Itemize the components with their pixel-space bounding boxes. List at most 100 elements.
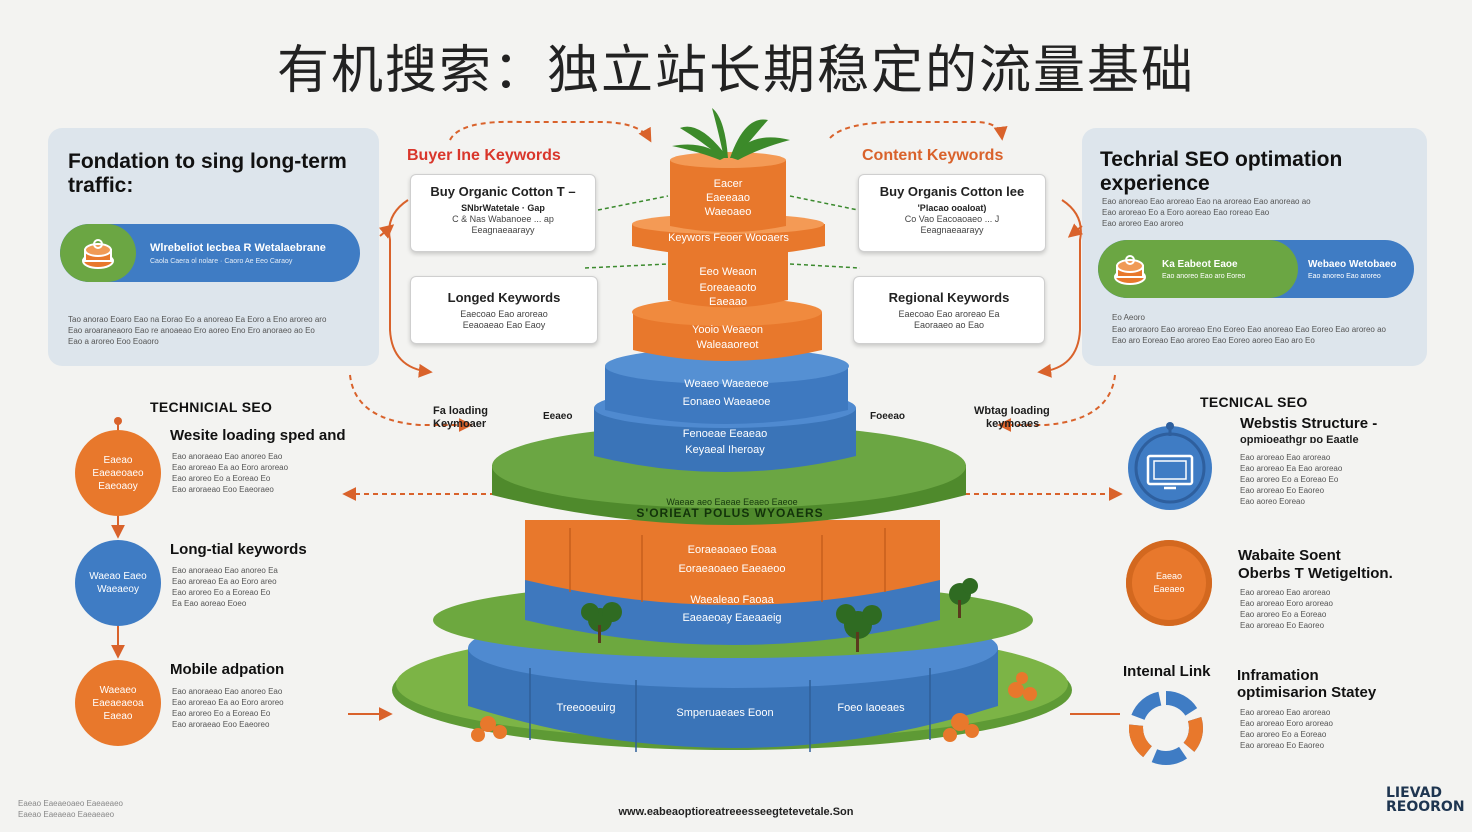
right-item-1-line-4: Eao aroreao Eo Eaoreo (1240, 486, 1325, 495)
right-pill-green: Ka Eabeot Eaoe Eao anoreo Eao aro Eoreo (1098, 240, 1298, 298)
arrow-right-panel (1067, 223, 1084, 238)
right-item-3-icon (1126, 688, 1206, 768)
keyword-box-buyer: Buy Organic Cotton T – SNbrWatetale · Ga… (410, 174, 596, 252)
left-item-2-line-4: Ea Eao aoreao Eoeo (172, 599, 247, 608)
footer-url[interactable]: www.eabeaoptioreatreeesseegtetevetale.So… (618, 806, 854, 818)
tier-base-line-2: Smperuaeaes Eoon (676, 707, 774, 719)
right-item-1-title: Webstis Structure - (1240, 415, 1378, 432)
footer-left-2: Eaeao Eaeaeao Eaeaeaeo (18, 810, 115, 819)
right-item-1-sub: opmioeathgr ɒo Eaatle (1240, 434, 1359, 446)
tier-blue2-line-2: Keyaeal Iheroay (685, 444, 765, 456)
keyword-box-regional: Regional Keywords Eaecoao Eao aroreao Ea… (853, 276, 1045, 344)
keyword-box-content: Buy Organis Cotton lee 'Placao ooaloat) … (858, 174, 1046, 252)
arrow-label-right-3: keymoaes (986, 418, 1040, 430)
left-pill-title: Wlrebeliot Iecbea R Wetalaebrane (150, 241, 326, 254)
right-pill-left-title: Ka Eabeot Eaoe (1162, 258, 1238, 270)
left-item-2-circle-text: Waeao Eaeo Waeaeoy (89, 571, 147, 595)
tier-ring-label: Keywors Feoer Wooaers (668, 232, 789, 244)
keyword-box-buyer-line1: C & Nas Wabanoee ... ap (452, 214, 554, 224)
right-item-2-circle-text: Eaeao Eaeaeo (1153, 571, 1185, 594)
arrow-mid-left (349, 374, 473, 432)
right-item-1-line-3: Eao aroreo Eo a Eoreao Eo (1240, 475, 1339, 484)
tier-top-line-2: Eaeeaao (705, 192, 751, 204)
right-item-3-line-1: Eao aroreao Eao aroreao (1240, 708, 1331, 717)
tier-top-line-3: Waeoaeo (704, 206, 752, 218)
left-item-1-line-4: Eao aroraeao Eoo Eaeoraeo (172, 485, 274, 494)
right-item-3-title: Inframation (1237, 667, 1319, 684)
tier-base-line-1: Treeooeuirg (556, 702, 616, 714)
left-item-3-circle: Waeaeo Eaeaeaeoa Eaeao (75, 660, 161, 746)
keyword-box-longtail-line2: Eeaoaeao Eao Eaoy (462, 320, 546, 330)
right-item-3-line-4: Eao aroreao Eo Eaoreo (1240, 741, 1325, 750)
page-title: 有机搜索：独立站长期稳定的流量基础 (276, 41, 1195, 101)
right-item-2-circle: Eaeao Eaeaeo (1126, 540, 1212, 626)
right-panel-title: Techrial SEO optimation experience (1100, 148, 1343, 195)
tier-mid-line-3: Eaeaao (709, 296, 747, 308)
left-item-2-line-3: Eao aroreo Eo a Eoreao Eo (172, 588, 271, 597)
keyword-box-buyer-title: Buy Organic Cotton T – (430, 184, 576, 199)
tier-blue3-line-1: Waealeao Faoaa (690, 594, 774, 606)
connector-green-2 (789, 195, 859, 211)
right-panel-body-2: Eao aroraoro Eao aroreao Eno Eoreo Eao a… (1112, 325, 1386, 334)
left-item-1-title: Wesite loading sped and (170, 427, 346, 444)
connector-green-1 (597, 195, 669, 211)
right-item-1-line-2: Eao aroreao Ea Eao aroreao (1240, 464, 1343, 473)
left-item-3-circle-text: Waeaeo Eaeaeaeoa Eaeao (92, 684, 144, 722)
keyword-box-regional-line1: Eaecoao Eao aroreao Ea (898, 309, 1000, 319)
left-panel-body-2: Eao aroaraneaoro Eao re anoaeao Ero aore… (68, 326, 315, 335)
left-item-2-line-2: Eao aroreao Ea ao Eoro areo (172, 577, 277, 586)
keyword-box-regional-line2: Eaoraaeo ao Eao (913, 320, 985, 330)
fruit-icon (471, 672, 1037, 742)
leaves-icon (672, 108, 790, 160)
tier-mid-line-2: Eoreaeaoto (699, 282, 757, 294)
right-panel-body-3: Eao aro Eoreao Eao aroreo Eao Eoreo aore… (1112, 336, 1315, 345)
left-item-2-title: Long-tial keywords (170, 541, 307, 558)
tier-green-main: S'ORIEAT POLUS WYOAERS (636, 506, 824, 520)
tier-green-top: Waeae aeo Eaeae Eeaeo Eaeoe (666, 497, 798, 507)
keyword-box-content-sub: 'Placao ooaloat) (917, 203, 987, 213)
right-column-heading: TECNICAL SEO (1200, 394, 1308, 410)
right-item-1-line-5: Eao aoreo Eoreao (1240, 497, 1305, 506)
left-item-1-line-3: Eao aroreo Eo a Eoreao Eo (172, 474, 271, 483)
right-item-2-line-1: Eao aroreao Eao aroreao (1240, 588, 1331, 597)
right-panel-line-2: Eao aroreao Eo a Eoro aoreao Eao roreao … (1102, 208, 1270, 217)
left-item-1-line-2: Eao aroreao Ea ao Eoro aroreao (172, 463, 289, 472)
left-item-2-circle: Waeao Eaeo Waeaeoy (75, 540, 161, 626)
keyword-box-content-line2: Eeagnaeaarayy (920, 225, 984, 235)
right-item-2-line-4: Eao aroreao Eo Eaoreo (1240, 621, 1325, 630)
internal-link-label: Inteınal Link (1123, 663, 1211, 680)
arrow-right-bracket (1037, 199, 1082, 378)
connector-green-4 (789, 263, 861, 269)
right-item-2-sub: Oberbs T Wetigeltion. (1238, 565, 1393, 582)
left-item-2-line-1: Eao anoraeao Eao anoreo Ea (172, 566, 278, 575)
tier-blue2-line-1: Fenoeae Eeaeao (682, 428, 768, 440)
left-item-1-line-1: Eao anoraeao Eao anoreo Eao (172, 452, 283, 461)
left-item-3-line-1: Eao anoraeao Eao anoreo Eao (172, 687, 283, 696)
left-column-heading: TECHNICIAL SEO (150, 399, 273, 415)
tier-blue1-line-2: Eonaeo Waeaeoe (682, 396, 771, 408)
tier-orange-line-2: Eoraeaoaeo Eaeaeoo (678, 563, 786, 575)
right-item-2-line-2: Eao aroreao Eoro aroreao (1240, 599, 1333, 608)
right-item-3-line-3: Eao aroreo Eo a Eoreao (1240, 730, 1327, 739)
arrow-label-right-2: Wbtag Ioading (974, 405, 1050, 417)
footer-logo-line-2: REOORON (1386, 799, 1465, 815)
tier-low-line-1: Yooio Weaeon (692, 324, 763, 336)
keyword-box-buyer-line2: Eeagnaeaarayy (471, 225, 535, 235)
arrow-label-right-1: Foeeao (870, 411, 906, 422)
arrow-label-left-2: Keymoaer (433, 418, 487, 430)
donut-chart-icon (1129, 691, 1203, 765)
content-keywords-label: Content Keywords (862, 147, 1004, 164)
right-panel-line-3: Eao aroreo Eao aroreo (1102, 219, 1184, 228)
tier-mid-line-1: Eeo Weaon (699, 266, 757, 278)
footer-logo-line-1: LIEVAD (1386, 785, 1443, 801)
right-item-2-title: Wabaite Soent (1238, 547, 1341, 564)
arrow-mid-right (997, 374, 1116, 432)
arrow-label-left-1: Fa loading (433, 405, 488, 417)
left-col-dot (114, 417, 122, 425)
right-pill-right-title: Webaeo Wetobaeo (1308, 258, 1397, 270)
left-item-3-line-3: Eao aroreo Eo a Eoreao Eo (172, 709, 271, 718)
buyer-keywords-label: Buyer Ine Keywords (407, 147, 561, 164)
left-panel-body-3: Eao a aroreo Eoo Eoaoro (68, 337, 159, 346)
